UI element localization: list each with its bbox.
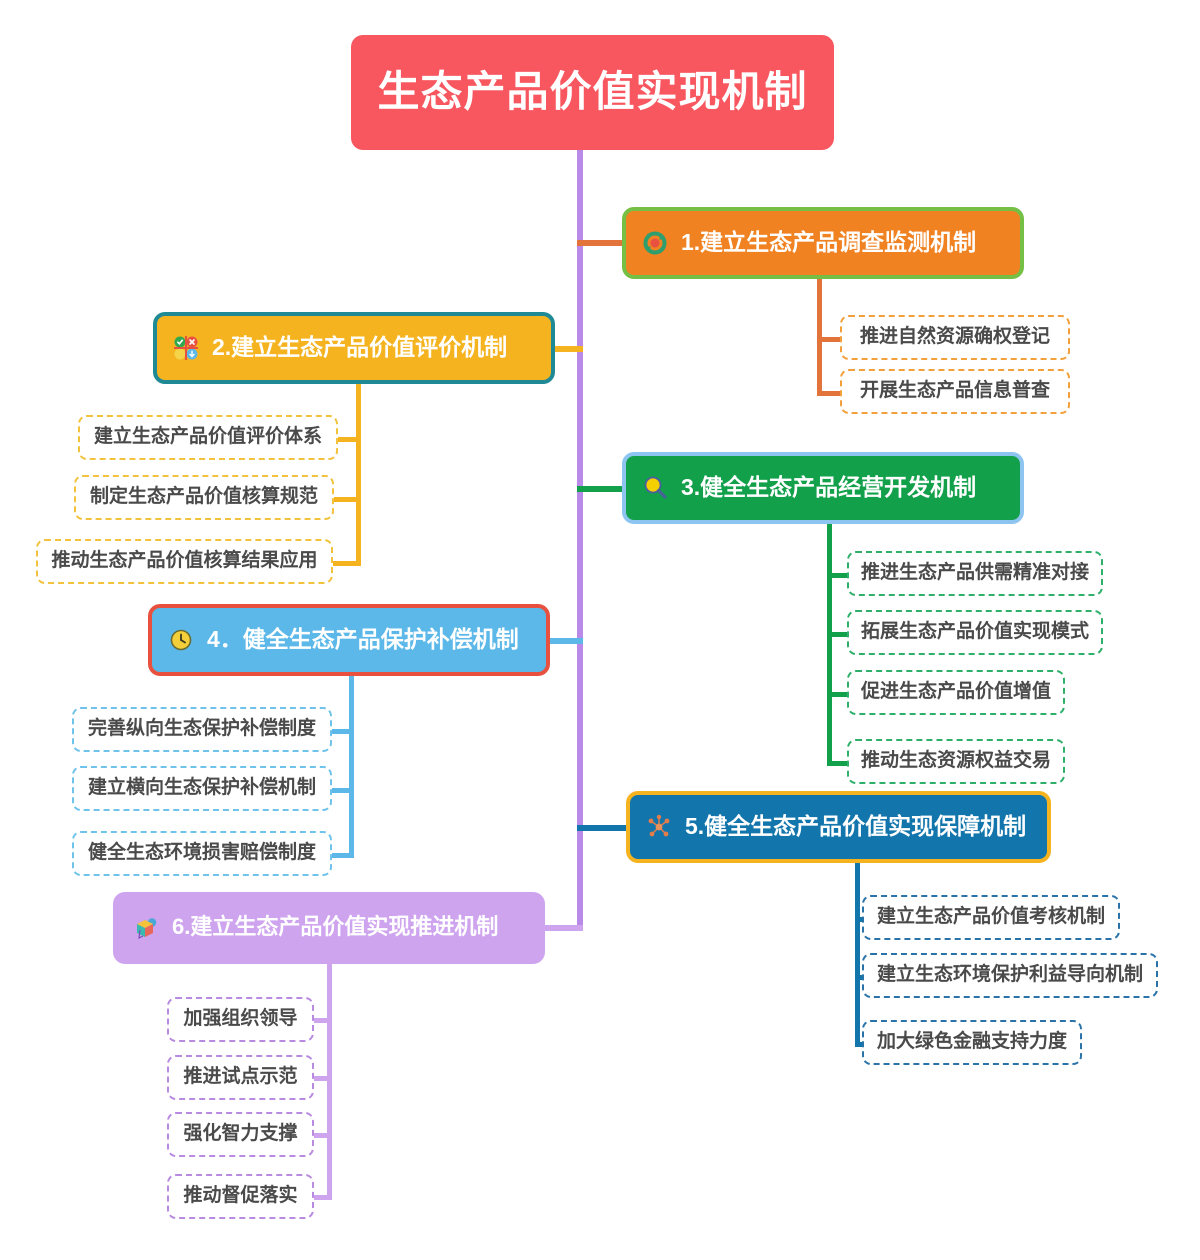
leaf-2-1[interactable]: 建立生态产品价值评价体系 <box>78 415 338 460</box>
leaf-label: 建立生态产品价值评价体系 <box>93 426 322 447</box>
branch-label-2: 2.建立生态产品价值评价机制 <box>212 333 508 360</box>
child-stub-3-2 <box>827 632 850 637</box>
branch-node-3[interactable]: 3.健全生态产品经营开发机制 <box>622 452 1024 524</box>
branch-node-1[interactable]: 1.建立生态产品调查监测机制 <box>622 207 1024 279</box>
leaf-label: 拓展生态产品价值实现模式 <box>860 621 1089 642</box>
leaf-3-4[interactable]: 推动生态资源权益交易 <box>847 739 1065 784</box>
network-nodes-icon <box>644 812 674 842</box>
matrix-grid-icon <box>171 333 201 363</box>
leaf-label: 建立生态环境保护利益导向机制 <box>876 964 1143 985</box>
leaf-2-2[interactable]: 制定生态产品价值核算规范 <box>74 475 334 520</box>
leaf-1-2[interactable]: 开展生态产品信息普查 <box>840 369 1070 414</box>
leaf-5-3[interactable]: 加大绿色金融支持力度 <box>862 1020 1082 1065</box>
branch-label-6: 6.建立生态产品价值实现推进机制 <box>172 914 499 939</box>
child-stub-2-2 <box>334 497 361 502</box>
branch-label-3: 3.健全生态产品经营开发机制 <box>681 473 977 500</box>
trunk-vertical <box>577 148 583 930</box>
cube-icon <box>131 913 161 943</box>
leaf-3-3[interactable]: 促进生态产品价值增值 <box>847 670 1065 715</box>
connector-branch-6 <box>541 925 583 931</box>
leaf-label: 推进自然资源确权登记 <box>859 326 1050 347</box>
leaf-label: 加大绿色金融支持力度 <box>876 1031 1067 1052</box>
leaf-4-2[interactable]: 建立横向生态保护补偿机制 <box>72 766 332 811</box>
leaf-6-4[interactable]: 推动督促落实 <box>167 1174 314 1219</box>
leaf-label: 推动生态产品价值核算结果应用 <box>51 550 318 571</box>
connector-branch-1 <box>577 240 623 246</box>
branch-node-4[interactable]: 4．健全生态产品保护补偿机制 <box>148 604 550 676</box>
child-spine-5 <box>855 858 860 1047</box>
leaf-label: 建立横向生态保护补偿机制 <box>87 777 316 798</box>
recycle-icon <box>640 228 670 258</box>
leaf-label: 建立生态产品价值考核机制 <box>876 906 1105 927</box>
leaf-label: 推动生态资源权益交易 <box>860 750 1051 771</box>
child-stub-3-4 <box>827 761 850 766</box>
leaf-5-2[interactable]: 建立生态环境保护利益导向机制 <box>862 953 1158 998</box>
child-stub-2-3 <box>333 561 361 566</box>
branch-label-4: 4．健全生态产品保护补偿机制 <box>207 625 519 652</box>
child-stub-3-3 <box>827 692 850 697</box>
leaf-label: 推进试点示范 <box>183 1066 298 1087</box>
leaf-label: 强化智力支撑 <box>183 1123 298 1144</box>
leaf-5-1[interactable]: 建立生态产品价值考核机制 <box>862 895 1120 940</box>
child-stub-6-2 <box>312 1076 332 1081</box>
leaf-label: 促进生态产品价值增值 <box>860 681 1051 702</box>
child-stub-6-1 <box>312 1018 332 1023</box>
child-spine-2 <box>356 378 361 566</box>
leaf-4-3[interactable]: 健全生态环境损害赔偿制度 <box>72 831 332 876</box>
magnifier-icon <box>640 473 670 503</box>
leaf-label: 开展生态产品信息普查 <box>859 380 1050 401</box>
leaf-3-2[interactable]: 拓展生态产品价值实现模式 <box>847 610 1103 655</box>
leaf-1-1[interactable]: 推进自然资源确权登记 <box>840 315 1070 360</box>
child-spine-3 <box>827 518 832 766</box>
leaf-label: 推动督促落实 <box>183 1185 298 1206</box>
child-stub-6-3 <box>312 1133 332 1138</box>
leaf-label: 推进生态产品供需精准对接 <box>860 562 1089 583</box>
branch-label-1: 1.建立生态产品调查监测机制 <box>681 228 977 255</box>
branch-node-2[interactable]: 2.建立生态产品价值评价机制 <box>153 312 555 384</box>
clock-icon <box>166 625 196 655</box>
leaf-2-3[interactable]: 推动生态产品价值核算结果应用 <box>36 539 333 584</box>
root-label: 生态产品价值实现机制 <box>377 68 808 116</box>
leaf-6-2[interactable]: 推进试点示范 <box>167 1055 314 1100</box>
leaf-label: 加强组织领导 <box>183 1008 298 1029</box>
child-spine-4 <box>349 670 354 858</box>
connector-branch-2 <box>551 346 583 352</box>
branch-node-6[interactable]: 6.建立生态产品价值实现推进机制 <box>113 892 545 964</box>
child-stub-2-1 <box>338 437 361 442</box>
child-stub-4-2 <box>332 788 354 793</box>
child-stub-6-4 <box>312 1195 332 1200</box>
leaf-6-1[interactable]: 加强组织领导 <box>167 997 314 1042</box>
child-stub-4-3 <box>332 853 354 858</box>
leaf-label: 完善纵向生态保护补偿制度 <box>87 718 316 739</box>
child-stub-1-2 <box>817 391 843 396</box>
root-node[interactable]: 生态产品价值实现机制 <box>351 35 834 150</box>
connector-branch-5 <box>577 825 627 831</box>
leaf-4-1[interactable]: 完善纵向生态保护补偿制度 <box>72 707 332 752</box>
leaf-label: 制定生态产品价值核算规范 <box>89 486 318 507</box>
branch-label-5: 5.健全生态产品价值实现保障机制 <box>685 812 1027 839</box>
child-stub-1-1 <box>817 337 843 342</box>
child-spine-1 <box>817 272 822 396</box>
child-stub-4-1 <box>332 729 354 734</box>
leaf-3-1[interactable]: 推进生态产品供需精准对接 <box>847 551 1103 596</box>
branch-node-5[interactable]: 5.健全生态产品价值实现保障机制 <box>626 791 1051 863</box>
leaf-6-3[interactable]: 强化智力支撑 <box>167 1112 314 1157</box>
leaf-label: 健全生态环境损害赔偿制度 <box>87 842 316 863</box>
connector-branch-3 <box>577 486 623 492</box>
connector-branch-4 <box>546 638 583 644</box>
child-stub-3-1 <box>827 573 850 578</box>
